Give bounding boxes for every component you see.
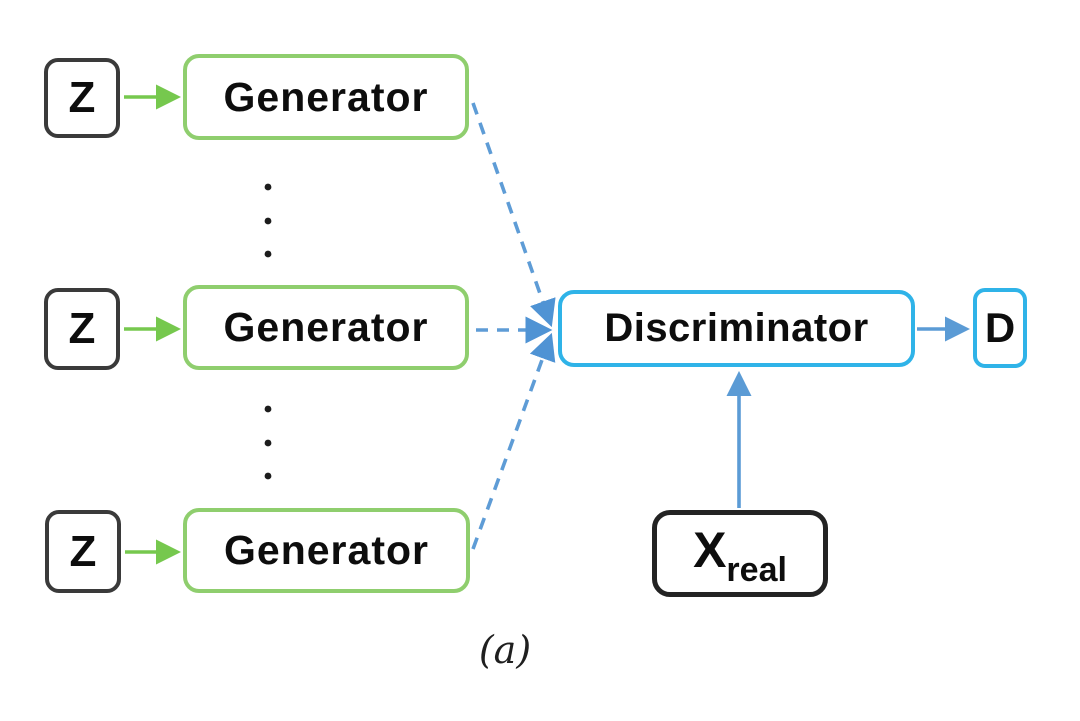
x-real-box: Xreal <box>652 510 828 597</box>
ellipsis-dots-bottom <box>264 405 272 480</box>
discriminator-box: Discriminator <box>558 290 915 367</box>
generator-box-3: Generator <box>183 508 470 593</box>
x-real-label: Xreal <box>693 521 787 587</box>
x-real-label-sub: real <box>726 550 787 589</box>
d-output-label: D <box>984 304 1016 351</box>
generator-label-1: Generator <box>223 73 429 120</box>
generator-box-1: Generator <box>183 54 469 140</box>
noise-input-box-1: Z <box>44 58 120 138</box>
noise-input-box-3: Z <box>45 510 121 593</box>
d-output-box: D <box>973 288 1027 368</box>
generator-label-3: Generator <box>224 527 429 573</box>
x-real-label-main: X <box>693 521 727 578</box>
discriminator-label: Discriminator <box>604 306 869 350</box>
gen3-to-discriminator-dashed-arrow <box>471 332 556 550</box>
ellipsis-dots-top <box>264 183 272 258</box>
noise-input-label-2: Z <box>68 304 96 353</box>
noise-input-box-2: Z <box>44 288 120 370</box>
figure-caption: (a) <box>478 628 532 672</box>
noise-input-label-1: Z <box>68 73 96 122</box>
noise-input-label-3: Z <box>69 526 97 576</box>
generator-label-2: Generator <box>223 304 429 350</box>
generator-box-2: Generator <box>183 285 469 370</box>
gen1-to-discriminator-dashed-arrow <box>471 102 556 328</box>
